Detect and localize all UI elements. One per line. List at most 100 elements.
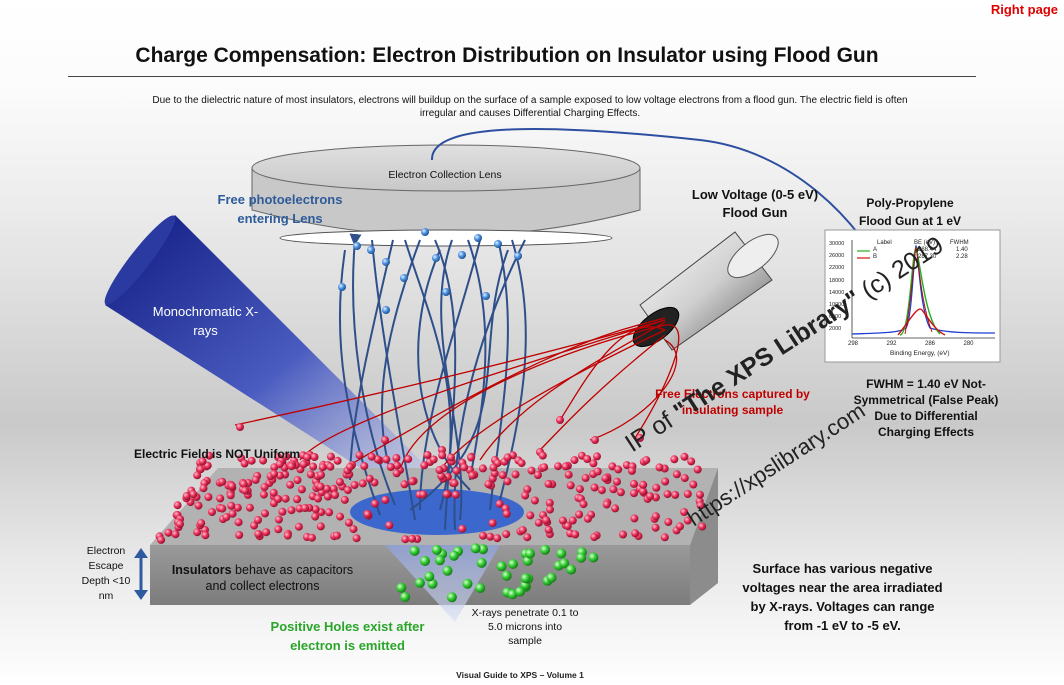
- surface-electron: [616, 488, 625, 497]
- flood-electron-trajectories: [234, 317, 680, 471]
- surface-electron: [646, 492, 655, 501]
- surface-electron: [293, 495, 302, 504]
- surface-electron: [518, 526, 527, 535]
- surface-electron: [349, 525, 358, 534]
- escape-depth-arrow: [134, 548, 148, 600]
- surface-electron: [661, 477, 670, 486]
- surface-electron: [523, 533, 532, 542]
- surface-electron: [533, 471, 542, 479]
- surface-electron: [189, 490, 198, 499]
- surface-electron: [566, 481, 575, 490]
- surface-electron: [526, 511, 535, 520]
- surface-electron: [363, 510, 372, 519]
- surface-electron: [371, 499, 379, 508]
- surface-electron: [198, 457, 207, 466]
- surface-electron: [173, 501, 182, 510]
- plot-legend-b-label: B: [873, 254, 878, 260]
- xps-plot: [824, 229, 1001, 363]
- surface-electron: [597, 486, 606, 495]
- hole: [462, 578, 473, 589]
- free-electrons-captured-label: Free Electrons captured by insulating sa…: [655, 387, 810, 417]
- fwhm-note: FWHM = 1.40 eV Not-Symmetrical (False Pe…: [853, 377, 999, 439]
- surface-electron: [502, 509, 511, 518]
- escape-depth-label: Electron Escape Depth <10 nm: [81, 545, 131, 602]
- surface-electron: [579, 500, 588, 509]
- flood-gun: [632, 231, 779, 351]
- surface-note: Surface has various negative voltages ne…: [742, 561, 943, 633]
- surface-electron: [530, 496, 539, 505]
- surface-electron: [234, 518, 243, 527]
- surface-electron: [278, 507, 287, 516]
- surface-electron: [630, 489, 638, 498]
- page-title: Charge Compensation: Electron Distributi…: [135, 44, 879, 67]
- surface-electron: [554, 462, 562, 471]
- positive-holes: [396, 543, 599, 603]
- surface-electron: [283, 531, 292, 540]
- hole: [409, 545, 420, 556]
- collection-lens: [251, 144, 641, 247]
- hole: [396, 582, 407, 593]
- plot-xlabel: Binding Energy, (eV): [890, 350, 950, 357]
- surface-electron: [373, 455, 382, 464]
- surface-electron: [672, 470, 681, 479]
- surface-electron: [696, 501, 705, 510]
- photoelectrons: [338, 228, 522, 314]
- hole: [475, 583, 486, 593]
- surface-electron: [386, 463, 395, 471]
- surface-electron: [517, 459, 526, 468]
- surface-electron: [696, 490, 704, 499]
- surface-electron: [250, 521, 259, 530]
- surface-electrons: [155, 451, 707, 544]
- surface-electron: [680, 452, 689, 461]
- surface-electron: [671, 490, 680, 499]
- surface-electron: [316, 482, 325, 491]
- hole: [496, 561, 507, 572]
- surface-electron: [589, 459, 598, 468]
- plot-x-tick: 286: [925, 341, 936, 347]
- photoelectron: [353, 242, 361, 250]
- surface-electron: [274, 515, 283, 524]
- surface-electron: [350, 481, 359, 489]
- surface-electron: [655, 463, 664, 472]
- surface-electron: [689, 480, 698, 489]
- insulators-bold: Insulators: [171, 563, 232, 577]
- surface-electron: [601, 474, 610, 483]
- surface-electron: [670, 455, 679, 464]
- photoelectron: [367, 246, 375, 254]
- surface-electron: [437, 472, 446, 481]
- hole: [420, 556, 430, 566]
- surface-electron: [299, 460, 308, 469]
- surface-electron: [429, 455, 438, 464]
- surface-electron: [222, 513, 231, 522]
- surface-electron: [226, 491, 235, 500]
- electric-field-label: Electric Field is NOT Uniform: [134, 447, 301, 461]
- surface-electron: [452, 466, 461, 475]
- xray-beam: [105, 215, 430, 490]
- surface-electron: [239, 479, 248, 488]
- surface-electron: [282, 452, 291, 461]
- hole: [478, 544, 488, 555]
- surface-electron: [205, 451, 214, 460]
- surface-electron: [325, 508, 334, 517]
- surface-electron: [683, 490, 692, 498]
- surface-electron: [332, 531, 341, 540]
- hole: [434, 555, 445, 566]
- surface-electron: [639, 487, 648, 496]
- surface-electron: [593, 467, 602, 476]
- surface-electron: [274, 495, 283, 503]
- surface-electron: [392, 454, 401, 462]
- hole: [520, 573, 531, 584]
- surface-electron: [435, 466, 444, 474]
- surface-electron: [307, 533, 316, 542]
- surface-electron: [275, 460, 284, 469]
- surface-electron: [458, 524, 467, 533]
- xray-beam-end: [104, 215, 176, 305]
- photoelectron: [442, 288, 450, 296]
- surface-electron: [611, 504, 620, 513]
- surface-electron: [590, 483, 599, 492]
- surface-electron: [335, 478, 344, 486]
- photoelectron: [382, 306, 390, 314]
- surface-electron: [247, 456, 256, 465]
- surface-electron: [193, 528, 202, 537]
- surface-electron: [538, 451, 547, 460]
